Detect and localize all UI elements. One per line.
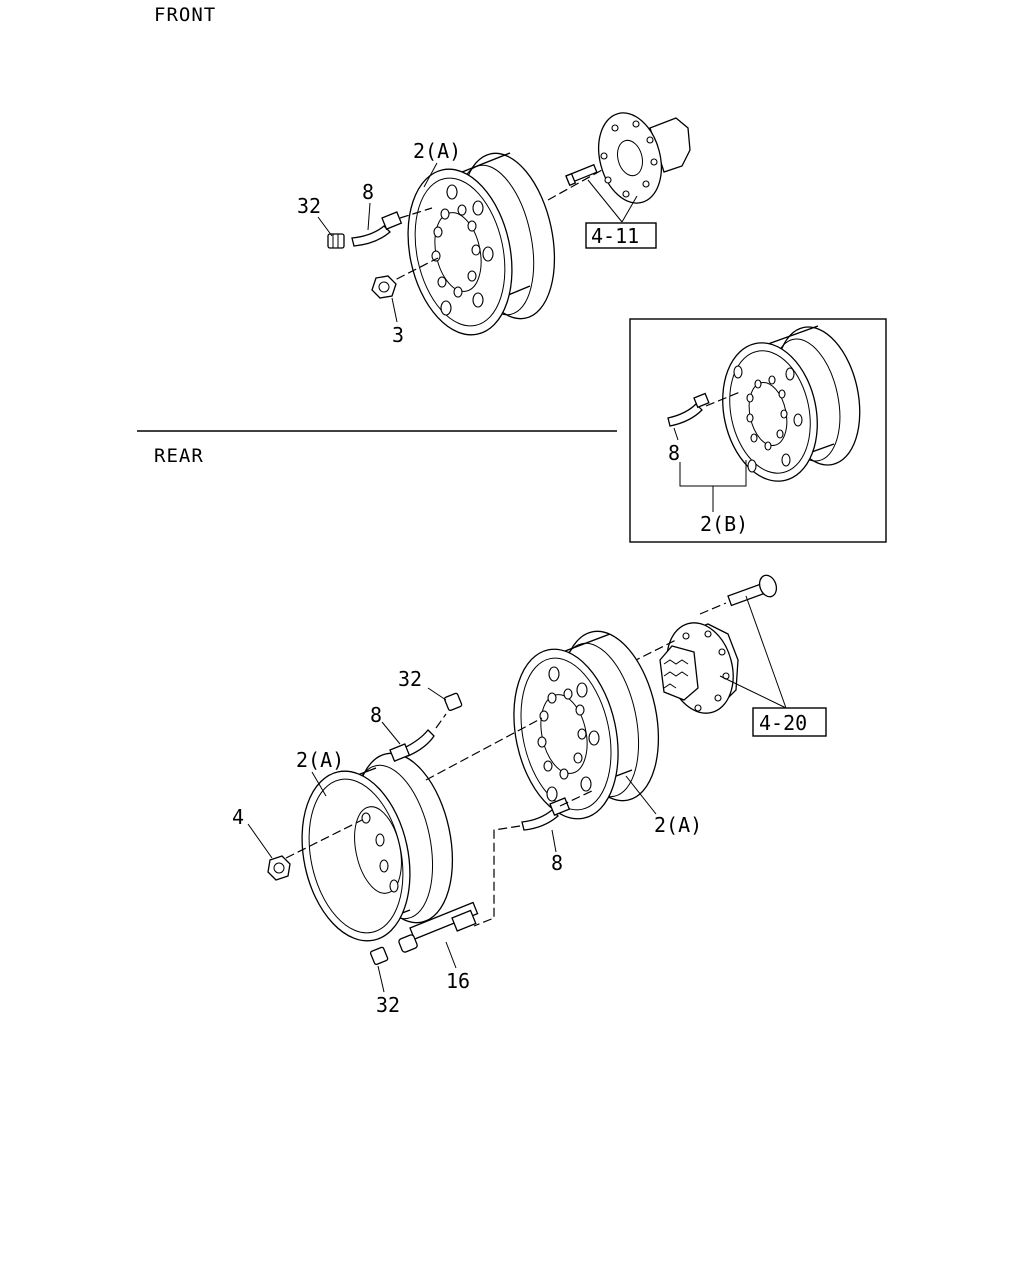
leader-rear-ref-a	[745, 595, 787, 709]
leader-front-valve	[367, 202, 371, 231]
label-rear-inner-rim: 2(A)	[654, 813, 702, 837]
leader-rear-ref-b	[719, 675, 787, 709]
label-front-valve: 8	[362, 180, 374, 204]
rear-valve-cap-bottom	[369, 946, 389, 966]
rear-heading: REAR	[154, 445, 204, 467]
inset-valve-axis	[705, 391, 741, 407]
rear-inner-rim	[513, 630, 660, 820]
front-wheel-stud	[565, 163, 598, 187]
leader-front-ref-b	[621, 195, 638, 223]
front-wheel-rim	[407, 152, 556, 336]
front-valve-cap	[327, 233, 345, 249]
front-valve-stem	[351, 211, 403, 247]
rear-wheel-nut	[267, 855, 291, 881]
rear-hub-axis	[619, 639, 677, 669]
leader-front-nut	[391, 297, 398, 323]
rear-nut-axis	[285, 819, 363, 859]
rear-bottom-valve-axis	[559, 789, 595, 807]
rear-rim-axis	[425, 717, 543, 781]
leader-rear-inner-rim	[625, 775, 657, 815]
inset-box	[629, 318, 887, 543]
leader-inset-valve	[673, 427, 679, 441]
label-inset-rim: 2(B)	[700, 512, 748, 536]
leader-rear-valve-bottom	[551, 829, 557, 853]
rear-valve-stem-bottom	[521, 797, 571, 831]
front-heading: FRONT	[154, 4, 216, 26]
front-valve-axis	[399, 207, 433, 219]
front-wheel-nut	[371, 275, 397, 299]
rear-extension-axis	[473, 825, 521, 927]
front-ref-box	[585, 222, 657, 249]
label-rear-valve-top: 8	[370, 703, 382, 727]
leader-rear-cap-top	[427, 687, 447, 701]
leader-rear-cap-bottom	[377, 965, 385, 993]
front-nut-axis	[384, 257, 439, 286]
leader-front-ref-a	[587, 179, 623, 223]
label-front-cap: 32	[297, 194, 321, 218]
leader-rear-outer-rim	[311, 771, 327, 797]
inset-wheel-rim	[722, 325, 861, 482]
front-hub	[598, 112, 691, 204]
label-rear-valve-bottom: 8	[551, 851, 563, 875]
label-front-rim: 2(A)	[413, 139, 461, 163]
leader-inset-bracket	[679, 460, 747, 487]
rear-bolt-axis	[699, 602, 727, 615]
label-front-ref: 4-11	[591, 224, 639, 248]
rear-top-valve-axis	[435, 713, 447, 729]
leader-front-cap	[317, 216, 333, 237]
rear-wheel-bolt	[727, 574, 778, 607]
label-front-nut: 3	[392, 323, 404, 347]
rear-ref-box	[752, 707, 827, 737]
inset-valve-stem	[667, 392, 710, 427]
rear-valve-stem-top	[389, 729, 435, 762]
label-rear-cap-top: 32	[398, 667, 422, 691]
leader-rear-nut	[247, 823, 273, 859]
label-rear-cap-bottom: 32	[376, 993, 400, 1017]
label-inset-valve: 8	[668, 441, 680, 465]
leader-front-rim	[423, 162, 438, 188]
rear-valve-extension	[398, 901, 479, 953]
label-rear-extension: 16	[446, 969, 470, 993]
leader-rear-extension	[445, 941, 457, 969]
front-stud-axis	[547, 169, 603, 201]
rear-outer-rim	[301, 752, 454, 942]
rear-valve-cap-top	[443, 692, 463, 712]
leader-rear-valve-top	[381, 721, 401, 745]
label-rear-ref: 4-20	[759, 711, 807, 735]
label-rear-outer-rim: 2(A)	[296, 748, 344, 772]
label-rear-nut: 4	[232, 805, 244, 829]
rear-hub	[659, 622, 739, 714]
